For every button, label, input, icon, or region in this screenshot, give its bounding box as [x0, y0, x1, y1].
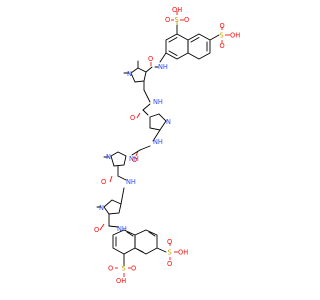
atom-label: N	[106, 153, 111, 161]
atom-label: OH	[230, 32, 240, 40]
urea-pyrrole	[103, 145, 151, 183]
molecule-canvas: OH O S O O S OH O O NH N NH O N NH	[94, 6, 240, 285]
atom-label: NH	[117, 225, 127, 233]
atom-label: NH	[126, 178, 136, 186]
atom-label: O	[132, 156, 137, 164]
atom-label: NH	[153, 138, 163, 146]
atom-label: OH	[116, 277, 126, 285]
atom-label: N	[99, 204, 104, 212]
atom-label: NH	[158, 63, 168, 71]
atom-label: NH	[129, 155, 139, 163]
atom-label: S	[168, 249, 172, 257]
middle-pyrrole	[136, 103, 167, 142]
top-naphthalene	[159, 11, 230, 63]
bottom-naphthalene	[112, 229, 178, 277]
atom-label: S	[220, 32, 224, 40]
atom-label: O	[94, 226, 99, 234]
bottom-pyrrole	[96, 187, 125, 231]
atom-label: O	[167, 260, 172, 268]
atom-label: OH	[178, 249, 188, 257]
atom-label: S	[122, 265, 126, 273]
atom-label: O	[220, 42, 225, 50]
atom-label: O	[220, 22, 225, 30]
atom-label: O	[148, 55, 153, 63]
atom-label: O	[165, 16, 170, 24]
atom-label: O	[184, 16, 189, 24]
atom-label: N	[166, 118, 171, 126]
top-pyrrole	[123, 60, 159, 103]
atom-label: O	[130, 114, 135, 122]
atom-label: N	[127, 70, 132, 78]
atom-label: NH	[153, 98, 163, 106]
atom-label: OH	[172, 6, 182, 14]
atom-label: S	[175, 16, 179, 24]
molecule-structure: OH O S O O S OH O O NH N NH O N NH	[94, 6, 240, 285]
atom-label: O	[167, 238, 172, 246]
atom-label: O	[101, 178, 106, 186]
atom-label: O	[108, 265, 113, 273]
atom-label: O	[131, 265, 136, 273]
